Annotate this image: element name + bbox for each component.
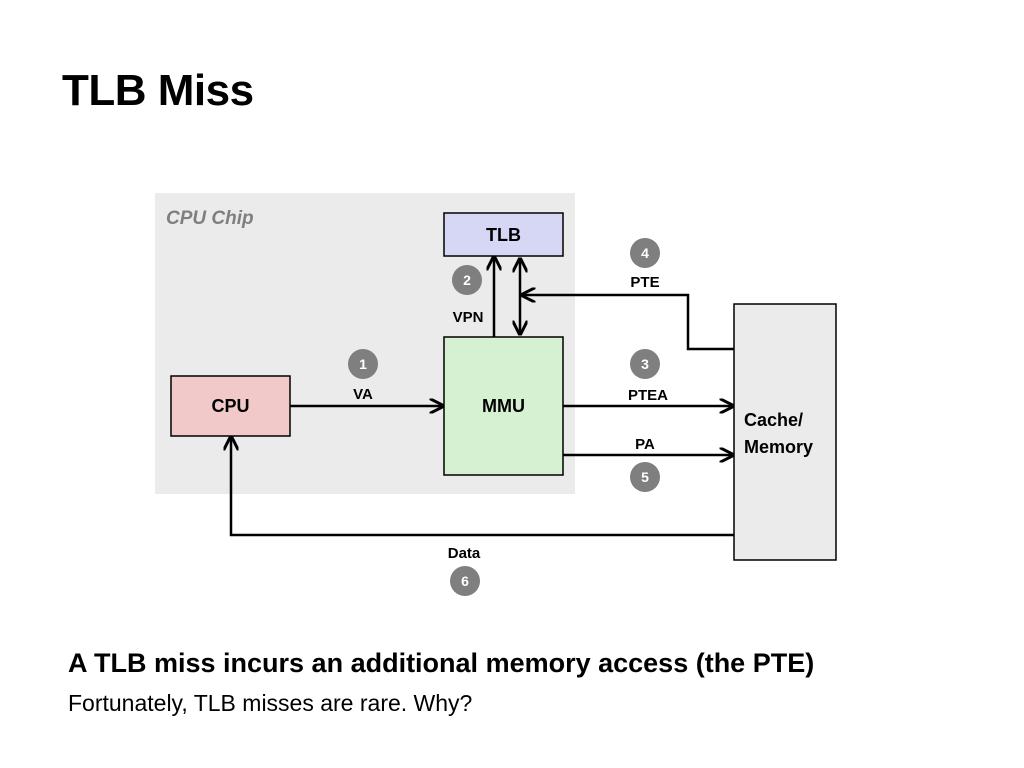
memory-label-line2: Memory [744, 437, 813, 457]
slide-headline: A TLB miss incurs an additional memory a… [68, 648, 815, 678]
data-label: Data [448, 545, 481, 562]
step-badge-4: 4 [630, 238, 660, 268]
cpu-label: CPU [211, 396, 249, 416]
step-badge-5: 5 [630, 462, 660, 492]
memory-label-line1: Cache/ [744, 410, 803, 430]
step-badge-2: 2 [452, 265, 482, 295]
step-number-1: 1 [359, 356, 367, 372]
step-number-5: 5 [641, 469, 649, 485]
pa-label: PA [635, 436, 655, 453]
step-badge-6: 6 [450, 566, 480, 596]
tlb-label: TLB [486, 225, 521, 245]
cpu-chip-label: CPU Chip [166, 208, 254, 229]
pte-label: PTE [630, 274, 659, 291]
slide-title: TLB Miss [62, 66, 254, 115]
slide-subtext: Fortunately, TLB misses are rare. Why? [68, 690, 473, 716]
step-number-6: 6 [461, 573, 469, 589]
step-number-4: 4 [641, 245, 649, 261]
cpu-box [170, 375, 291, 437]
vpn-label: VPN [453, 309, 484, 326]
tlb-box [443, 212, 564, 257]
va-label: VA [353, 386, 373, 403]
mmu-label: MMU [482, 396, 525, 416]
memory-box [733, 303, 837, 561]
step-badge-3: 3 [630, 349, 660, 379]
data-arrow [231, 437, 734, 537]
step-number-2: 2 [463, 272, 471, 288]
step-badge-1: 1 [348, 349, 378, 379]
step-number-3: 3 [641, 356, 649, 372]
ptea-label: PTEA [628, 387, 668, 404]
pte-arrow [522, 295, 734, 351]
